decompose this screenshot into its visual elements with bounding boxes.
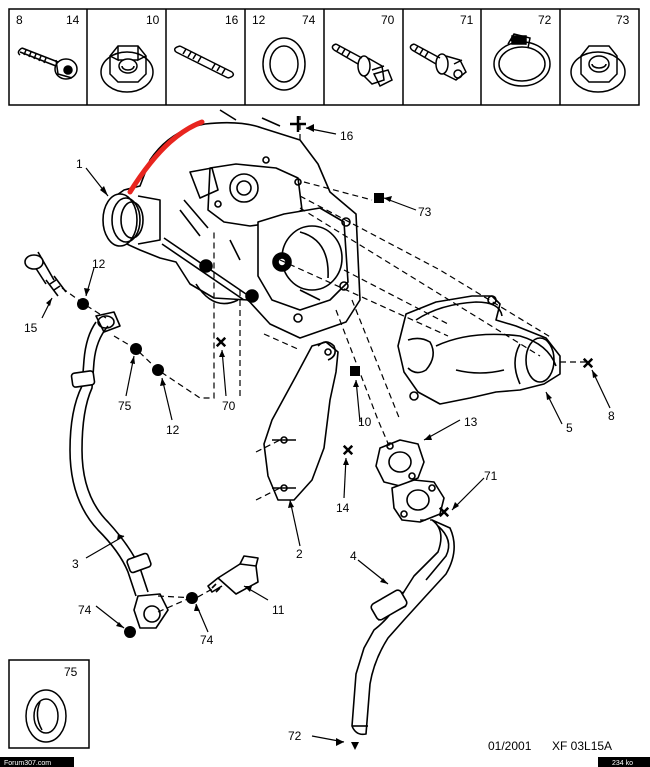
callout-14: 14 (336, 501, 350, 515)
hose-clamp-icon (493, 33, 551, 87)
callout-10: 10 (358, 415, 372, 429)
header-part-10-right: 10 (146, 13, 160, 27)
diagram-footer: 01/2001 XF 03L15A Forum307.com 234 ko (0, 739, 650, 767)
callout-3: 3 (72, 557, 79, 571)
callout-72: 72 (288, 729, 302, 743)
callout-4: 4 (350, 549, 357, 563)
bolt-icon (17, 47, 78, 80)
callout-11: 11 (272, 603, 285, 617)
header-part-8-left: 8 (16, 13, 23, 27)
callout-numbers: 1 16 73 12 15 75 12 70 10 13 5 8 71 14 3… (24, 129, 615, 743)
header-part-12-left: 12 (252, 13, 266, 27)
header-part-74-right: 74 (302, 13, 316, 27)
shoulder-bolt-icon (331, 43, 393, 88)
header-part-72-right: 72 (538, 13, 552, 27)
callout-1: 1 (76, 157, 83, 171)
header-part-16-right: 16 (225, 13, 239, 27)
callout-74-right: 74 (200, 633, 214, 647)
callout-71: 71 (484, 469, 498, 483)
highlighted-oil-pipe (127, 119, 205, 195)
shoulder-bolt-icon (409, 43, 467, 81)
callout-74-left: 74 (78, 603, 92, 617)
callout-5: 5 (566, 421, 573, 435)
washer-inset: 75 (8, 659, 90, 749)
footer-source: Forum307.com (4, 760, 51, 767)
washer-icon (25, 689, 67, 743)
callout-73: 73 (418, 205, 432, 219)
leader-arrowheads (46, 124, 598, 746)
cross-markers (215, 116, 594, 518)
header-part-70-right: 70 (381, 13, 395, 27)
inset-label: 75 (64, 665, 78, 679)
parts-header-strip: 8 14 10 16 12 74 70 71 72 73 (8, 8, 640, 106)
footer-date: 01/2001 (488, 739, 532, 753)
callout-13: 13 (464, 415, 478, 429)
header-part-71-right: 71 (460, 13, 474, 27)
callout-12-top: 12 (92, 257, 106, 271)
gasket (375, 439, 445, 523)
footer-reference: XF 03L15A (552, 739, 612, 753)
drain-hose (351, 519, 455, 736)
footer-size: 234 ko (612, 760, 633, 767)
turbocharger (102, 109, 361, 339)
header-part-8-right: 14 (66, 13, 80, 27)
callout-16: 16 (340, 129, 354, 143)
callout-75: 75 (118, 399, 132, 413)
callout-70: 70 (222, 399, 236, 413)
assembly-guide-lines (61, 116, 588, 613)
exhaust-elbow (397, 295, 561, 405)
heat-shield (263, 341, 339, 501)
callout-8: 8 (608, 409, 615, 423)
washer-icon (262, 37, 306, 91)
callout-12-bottom: 12 (166, 423, 180, 437)
stud-icon (173, 45, 235, 79)
callout-2: 2 (296, 547, 303, 561)
flange-nut-icon (570, 45, 626, 93)
header-part-73-right: 73 (616, 13, 630, 27)
oil-feed-pipe (24, 251, 259, 629)
callout-15: 15 (24, 321, 38, 335)
flange-nut-icon (100, 45, 154, 93)
